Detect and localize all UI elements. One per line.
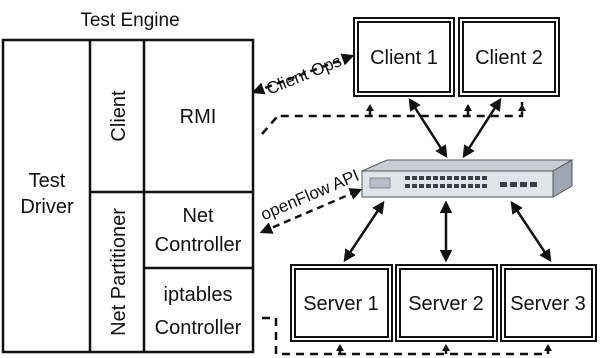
server-1-box [290,264,393,342]
rmi-client-bus [261,102,524,135]
client-2-label: Client 2 [475,47,543,69]
client-1-label: Client 1 [370,47,438,69]
net-controller-label-line2: Controller [155,234,242,256]
test-driver-label-line1: Test [29,170,66,192]
iptables-controller-label-line2: Controller [155,317,242,339]
server-2-label: Server 2 [408,293,484,315]
test-driver-label-line2: Driver [20,196,74,218]
network-switch-icon [361,159,574,198]
server-3-label: Server 3 [510,293,586,315]
client2-switch-link [462,97,502,159]
client-ops-label: Client Ops [264,51,345,98]
server-2-box [395,264,498,342]
switch-server1-link [343,200,385,263]
diagram-title: Test Engine [80,10,179,31]
openflow-api-label: openFlow API [258,166,362,224]
test-engine-block [1,38,255,354]
openflow-api-link [259,188,363,234]
client-layer-label: Client [108,90,130,142]
server-1-label: Server 1 [303,293,379,315]
iptables-controller-label-line1: iptables [164,284,233,306]
net-partitioner-label: Net Partitioner [108,208,130,336]
net-controller-label-line1: Net [182,205,214,227]
client1-switch-link [408,97,448,159]
server-3-box [500,264,597,342]
rmi-label: RMI [180,106,217,128]
client-ops-link [251,53,355,95]
switch-server3-link [510,200,552,263]
client-2-box [458,17,560,97]
